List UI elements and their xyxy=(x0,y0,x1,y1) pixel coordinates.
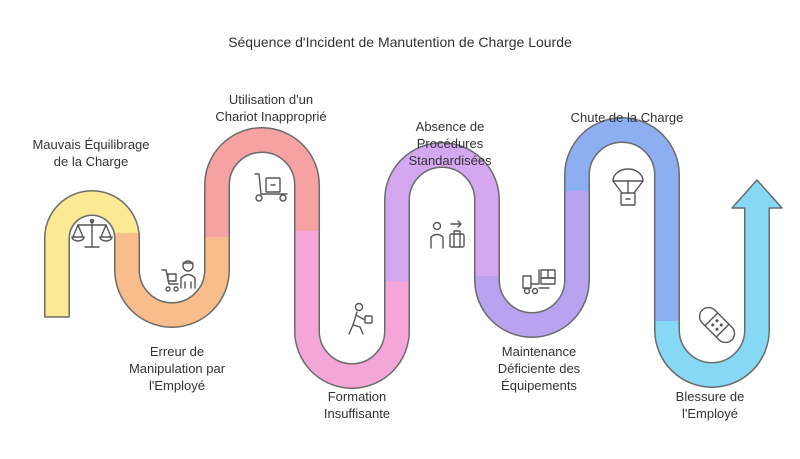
segment-cyan xyxy=(655,205,769,387)
segment-blue xyxy=(565,118,679,326)
diagram-title: Séquence d'Incident de Manutention de Ch… xyxy=(228,34,572,50)
segment-yellow xyxy=(45,191,139,317)
arrow-head xyxy=(731,179,783,209)
segment-purple xyxy=(475,186,589,337)
step-label-5: Absence de Procédures Standardisées xyxy=(408,119,492,168)
segment-violet xyxy=(385,143,499,281)
hand-truck-icon xyxy=(254,173,288,202)
step-label-2: Erreur de Manipulation par l'Employé xyxy=(128,344,226,393)
bandage-icon xyxy=(698,306,736,344)
segment-orange xyxy=(115,232,229,327)
worker-cart-icon xyxy=(161,260,196,292)
step-label-6: Maintenance Déficiente des Équipements xyxy=(497,344,581,393)
segment-coral xyxy=(205,128,319,237)
person-luggage-icon xyxy=(430,220,465,249)
step-label-1: Mauvais Équilibrage de la Charge xyxy=(32,137,150,169)
step-label-4: Formation Insuffisante xyxy=(323,389,391,421)
person-lifting-icon xyxy=(348,302,373,335)
balance-scale-icon xyxy=(71,218,113,248)
step-label-7: Chute de la Charge xyxy=(570,110,684,125)
step-label-8: Blessure de l'Employé xyxy=(675,389,745,421)
segment-pink xyxy=(295,231,409,388)
parachute-box-icon xyxy=(612,168,644,206)
step-label-3: Utilisation d'un Chariot Inapproprié xyxy=(215,92,327,124)
forklift-icon xyxy=(522,269,556,295)
